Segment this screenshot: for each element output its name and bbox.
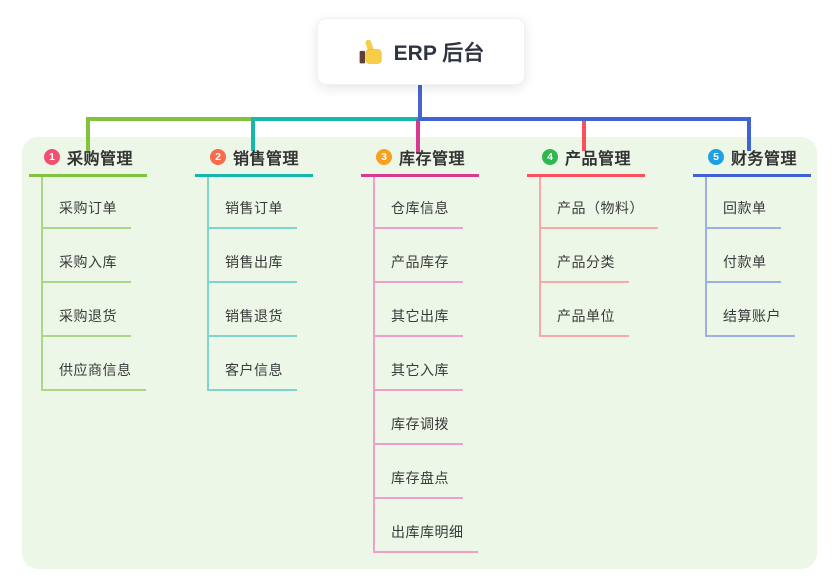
child-topic-label: 出库库明细 — [391, 524, 464, 540]
branch-children: 采购订单采购入库采购退货供应商信息 — [41, 177, 146, 391]
child-topic[interactable]: 其它出库 — [375, 283, 463, 337]
child-topic-label: 产品（物料） — [557, 200, 644, 216]
child-topic-label: 产品分类 — [557, 254, 615, 270]
child-topic[interactable]: 付款单 — [707, 229, 781, 283]
thumbs-up-icon — [358, 39, 384, 65]
child-topic-label: 采购入库 — [59, 254, 117, 270]
branch-children: 回款单付款单结算账户 — [705, 177, 795, 337]
child-topic-label: 供应商信息 — [59, 362, 132, 378]
child-topic[interactable]: 库存盘点 — [375, 445, 463, 499]
child-topic-label: 采购退货 — [59, 308, 117, 324]
branch-number-badge: 4 — [542, 149, 558, 165]
child-topic-label: 产品库存 — [391, 254, 449, 270]
child-topic[interactable]: 产品单位 — [541, 283, 629, 337]
child-topic[interactable]: 出库库明细 — [375, 499, 478, 553]
child-topic[interactable]: 销售退货 — [209, 283, 297, 337]
child-topic[interactable]: 采购入库 — [43, 229, 131, 283]
child-topic[interactable]: 客户信息 — [209, 337, 297, 391]
branch-children: 销售订单销售出库销售退货客户信息 — [207, 177, 297, 391]
child-topic[interactable]: 回款单 — [707, 177, 781, 229]
child-topic[interactable]: 产品库存 — [375, 229, 463, 283]
child-topic[interactable]: 产品分类 — [541, 229, 629, 283]
child-topic[interactable]: 销售出库 — [209, 229, 297, 283]
branch: 4 产品管理 产品（物料） 产品分类产品单位 — [527, 146, 687, 337]
child-topic-label: 其它入库 — [391, 362, 449, 378]
child-topic-label: 销售退货 — [225, 308, 283, 324]
child-topic-label: 销售出库 — [225, 254, 283, 270]
child-topic[interactable]: 结算账户 — [707, 283, 795, 337]
branch-topic-label: 财务管理 — [731, 151, 798, 168]
branch-number-badge: 1 — [44, 149, 60, 165]
branch-topic[interactable]: 2 销售管理 — [195, 146, 313, 177]
branch-topic-label: 采购管理 — [67, 151, 134, 168]
branch-number-badge: 5 — [708, 149, 724, 165]
branch-number-badge: 3 — [376, 149, 392, 165]
child-topic-label: 销售订单 — [225, 200, 283, 216]
child-topic[interactable]: 销售订单 — [209, 177, 297, 229]
branch-topic-label: 产品管理 — [565, 151, 632, 168]
branch: 3 库存管理 仓库信息产品库存其它出库其它入库库存调拨库存盘点出库库明细 — [361, 146, 521, 553]
child-topic-label: 仓库信息 — [391, 200, 449, 216]
child-topic[interactable]: 仓库信息 — [375, 177, 463, 229]
child-topic[interactable]: 库存调拨 — [375, 391, 463, 445]
branch-topic-label: 库存管理 — [399, 151, 466, 168]
branch-topic-label: 销售管理 — [233, 151, 300, 168]
branch: 2 销售管理 销售订单销售出库销售退货客户信息 — [195, 146, 355, 391]
branch: 5 财务管理 回款单付款单结算账户 — [693, 146, 839, 337]
child-topic[interactable]: 采购退货 — [43, 283, 131, 337]
branch-number-badge: 2 — [210, 149, 226, 165]
child-topic-label: 库存盘点 — [391, 470, 449, 486]
branch-children: 产品（物料） 产品分类产品单位 — [539, 177, 658, 337]
branch-topic[interactable]: 3 库存管理 — [361, 146, 479, 177]
child-topic-label: 其它出库 — [391, 308, 449, 324]
branch: 1 采购管理 采购订单采购入库采购退货供应商信息 — [29, 146, 189, 391]
root-topic[interactable]: ERP 后台 — [317, 18, 525, 85]
child-topic-label: 采购订单 — [59, 200, 117, 216]
branch-children: 仓库信息产品库存其它出库其它入库库存调拨库存盘点出库库明细 — [373, 177, 478, 553]
child-topic-label: 客户信息 — [225, 362, 283, 378]
child-topic-label: 库存调拨 — [391, 416, 449, 432]
branch-topic[interactable]: 5 财务管理 — [693, 146, 811, 177]
child-topic[interactable]: 供应商信息 — [43, 337, 146, 391]
child-topic[interactable]: 其它入库 — [375, 337, 463, 391]
root-topic-label: ERP 后台 — [393, 41, 485, 65]
child-topic-label: 回款单 — [723, 200, 767, 216]
child-topic-label: 产品单位 — [557, 308, 615, 324]
branch-topic[interactable]: 1 采购管理 — [29, 146, 147, 177]
child-topic-label: 付款单 — [723, 254, 767, 270]
branch-topic[interactable]: 4 产品管理 — [527, 146, 645, 177]
child-topic[interactable]: 采购订单 — [43, 177, 131, 229]
child-topic[interactable]: 产品（物料） — [541, 177, 658, 229]
child-topic-label: 结算账户 — [723, 308, 781, 324]
